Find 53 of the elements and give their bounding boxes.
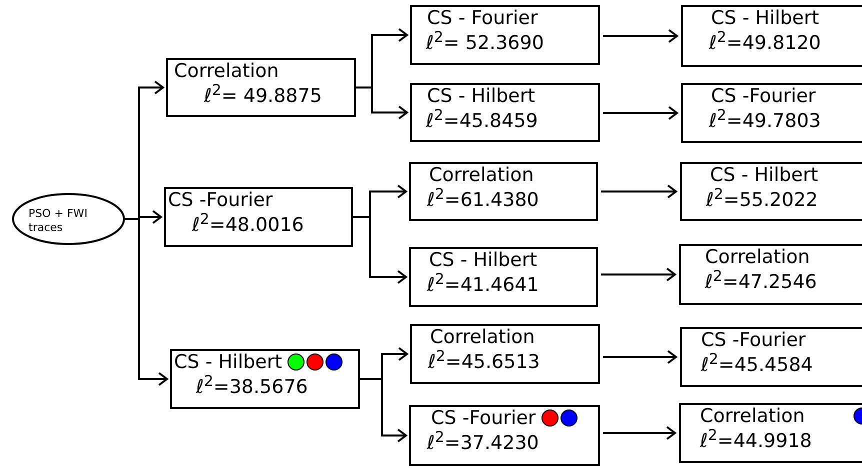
- method-name: CS -Fourier: [168, 189, 273, 211]
- method-name: CS -Fourier: [711, 85, 816, 107]
- method-name: Correlation: [705, 246, 810, 268]
- error-value: ℓ$^{2}$=49.7803: [708, 107, 822, 134]
- method-name: CS - Hilbert: [429, 249, 538, 271]
- process-box: [410, 83, 600, 142]
- arrow: [603, 350, 677, 364]
- error-value: ℓ$^{2}$= 52.3690: [424, 29, 545, 56]
- error-value: ℓ$^{2}$=37.4230: [426, 429, 540, 456]
- error-value: ℓ$^{2}$=48.0016: [190, 211, 305, 238]
- method-name: Correlation: [174, 60, 279, 82]
- method-name: CS -Fourier: [701, 329, 806, 351]
- method-name: CS - Fourier: [427, 7, 538, 29]
- process-box: [166, 58, 356, 117]
- method-name: Correlation: [430, 326, 535, 348]
- error-value: ℓ$^{2}$=45.4584: [700, 351, 814, 378]
- error-value: ℓ$^{2}$=45.8459: [424, 107, 539, 134]
- method-name: Correlation: [700, 405, 805, 427]
- arrow: [603, 106, 678, 120]
- error-value: ℓ$^{2}$= 49.8875: [202, 82, 323, 109]
- process-box: [680, 327, 862, 387]
- process-box: [164, 187, 353, 247]
- process-box: [679, 244, 862, 305]
- node-label: PSO + FWI traces: [28, 207, 88, 235]
- error-value: ℓ$^{2}$=55.2022: [704, 186, 819, 213]
- method-name: CS - Hilbert: [174, 351, 282, 373]
- process-box: [679, 403, 862, 463]
- process-box: [409, 405, 600, 466]
- method-name: Correlation: [429, 164, 534, 186]
- process-box: [681, 83, 862, 143]
- method-name: CS -Fourier: [431, 407, 536, 429]
- process-box: [410, 5, 600, 65]
- arrow: [603, 426, 676, 440]
- error-value: ℓ$^{2}$=44.9918: [698, 427, 813, 454]
- process-box: [410, 324, 600, 384]
- process-box: [409, 162, 598, 221]
- arrow: [601, 184, 677, 198]
- method-name: CS - Hilbert: [711, 7, 820, 29]
- arrow: [601, 268, 676, 282]
- error-value: ℓ$^{2}$=61.4380: [426, 186, 540, 213]
- process-box: [680, 162, 862, 221]
- error-value: ℓ$^{2}$=45.6513: [426, 348, 541, 375]
- method-name: CS - Hilbert: [710, 164, 818, 186]
- process-box: [409, 247, 598, 307]
- arrow: [603, 29, 678, 43]
- error-value: ℓ$^{2}$=38.5676: [194, 373, 309, 400]
- process-box: [681, 5, 862, 67]
- method-name: CS - Hilbert: [427, 85, 536, 107]
- process-box: [170, 349, 360, 409]
- error-value: ℓ$^{2}$=41.4641: [426, 271, 540, 298]
- error-value: ℓ$^{2}$=47.2546: [704, 268, 818, 295]
- error-value: ℓ$^{2}$=49.8120: [708, 29, 822, 56]
- arrow: [353, 216, 407, 284]
